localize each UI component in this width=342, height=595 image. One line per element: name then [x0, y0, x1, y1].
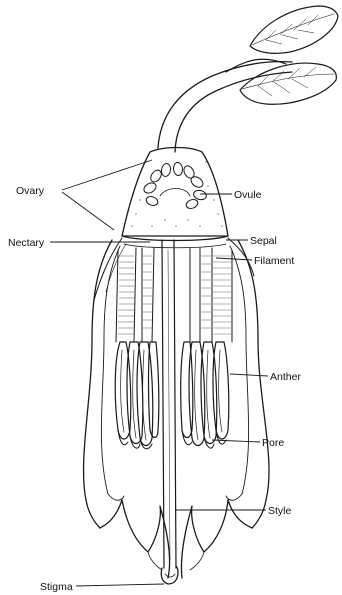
ovule	[189, 175, 205, 190]
style	[162, 240, 176, 568]
label-anther: Anther	[270, 371, 301, 383]
ovules	[142, 162, 207, 210]
anther-leader	[230, 374, 268, 376]
lower-leaf	[240, 63, 336, 104]
ovule	[160, 163, 171, 177]
ovule	[185, 198, 199, 210]
left-anthers	[115, 342, 159, 449]
label-stigma: Stigma	[40, 581, 73, 593]
leaves	[226, 6, 338, 104]
ovary	[122, 148, 228, 237]
ovule	[173, 162, 183, 176]
right-filaments	[190, 248, 232, 342]
label-ovule: Ovule	[234, 189, 262, 201]
label-filament: Filament	[254, 255, 294, 267]
label-nectary: Nectary	[8, 237, 45, 249]
stamens	[115, 248, 232, 449]
right-anthers	[181, 342, 229, 448]
ovule	[145, 195, 159, 207]
label-style: Style	[268, 505, 292, 517]
ovary-leader	[62, 160, 152, 190]
label-sepal: Sepal	[250, 235, 277, 247]
ovule	[182, 164, 196, 180]
label-ovary: Ovary	[16, 185, 45, 197]
left-filaments	[116, 248, 154, 342]
ovule	[142, 181, 158, 195]
labels: Ovary Ovule Nectary Sepal Filament Anthe…	[8, 185, 301, 593]
ovary-leader	[62, 192, 114, 230]
stigma-leader	[76, 584, 164, 586]
pedicel	[158, 62, 292, 152]
label-pore: Pore	[262, 437, 284, 449]
